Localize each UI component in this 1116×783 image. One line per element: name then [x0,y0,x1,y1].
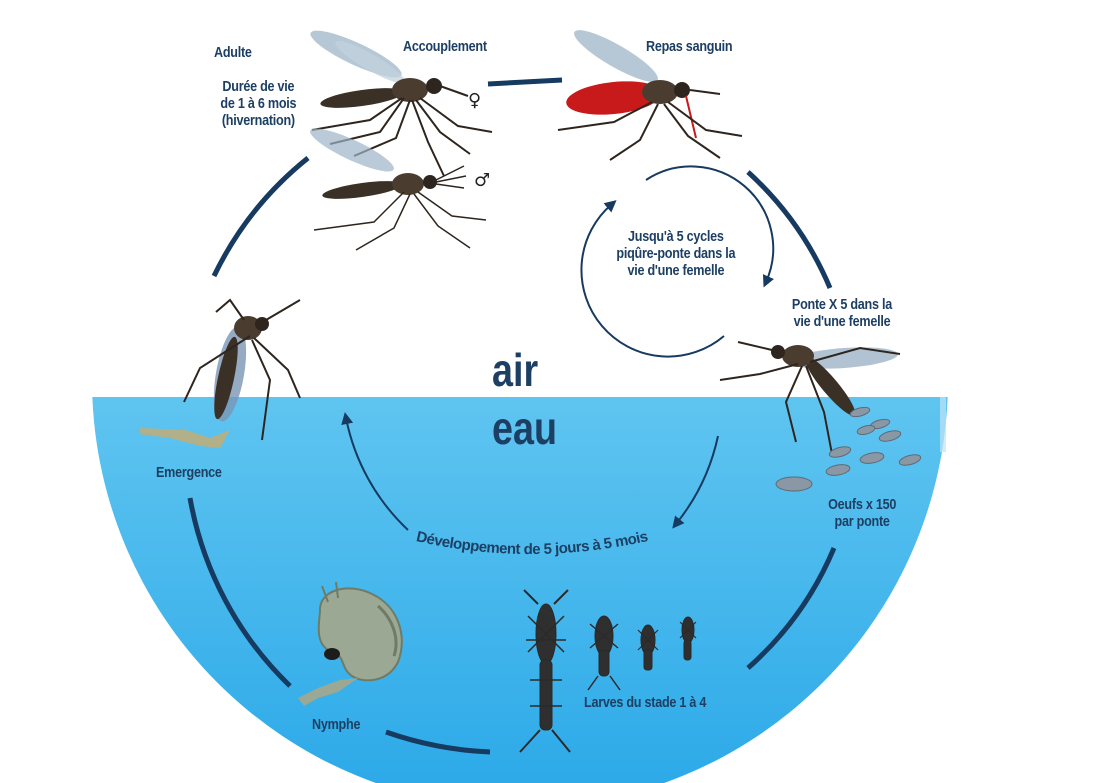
ponte-label: Ponte X 5 dans la vie d'une femelle [784,296,900,330]
nymph-icon [298,581,403,706]
arc-repas-ponte [746,170,833,289]
larva-stage-1 [679,616,697,661]
larva-stage-4 [519,589,571,753]
adulte-label: Adulte [214,44,252,61]
dev-arrow-right [672,435,719,529]
male-symbol-icon: ♂ [474,170,491,191]
water-area [92,397,948,783]
female-symbol-icon: ♀ [468,90,482,111]
lifespan-line-2: de 1 à 6 mois [220,95,297,112]
mosquito-egg-laying-icon [719,341,901,455]
cycles-label: Jusqu'à 5 cycles piqûre-ponte dans la vi… [612,228,740,279]
larva-stage-2 [637,624,659,671]
dev-arrow-left [341,412,409,531]
lifespan-line-1: Durée de vie [222,78,295,95]
cycle-ring [187,77,837,755]
accouplement-label: Accouplement [403,38,487,55]
inner-arrow-top [645,165,775,288]
repas-sanguin-label: Repas sanguin [646,38,733,55]
mosquito-emerging-icon [140,298,301,448]
inner-cycle-arrows [580,165,775,358]
eau-label: eau [492,402,557,454]
larves-label: Larves du stade 1 à 4 [584,694,707,711]
lifespan-line-3: (hivernation) [221,112,295,129]
eggs-icon [775,406,922,492]
larva-stage-3 [587,615,621,691]
arc-accouplement-repas [487,77,563,87]
inner-arrow-bottom [580,200,725,358]
nymphe-label: Nymphe [312,716,361,733]
arc-nymphe-emergence [187,497,292,688]
cycles-line-1: Jusqu'à 5 cycles [628,228,724,245]
larvae-icon [519,589,697,753]
lifespan-label: Durée de vie de 1 à 6 mois (hivernation) [213,78,304,129]
oeufs-line-2: par ponte [834,513,890,530]
oeufs-label: Oeufs x 150 par ponte [826,496,898,530]
cycles-line-2: piqûre-ponte dans la [616,245,736,262]
ponte-line-2: vie d'une femelle [793,313,891,330]
oeufs-line-1: Oeufs x 150 [828,496,897,513]
arc-oeufs-larves [746,547,837,670]
air-label: air [492,344,539,396]
mosquito-male-icon [310,128,487,251]
cycles-line-3: vie d'une femelle [627,262,725,279]
arc-larves-nymphe [385,729,491,755]
arc-emergence-adulte [211,156,310,278]
development-arrows [341,412,719,531]
mosquito-blood-meal-icon [557,30,743,161]
emergence-label: Emergence [156,464,222,481]
ponte-line-1: Ponte X 5 dans la [791,296,892,313]
